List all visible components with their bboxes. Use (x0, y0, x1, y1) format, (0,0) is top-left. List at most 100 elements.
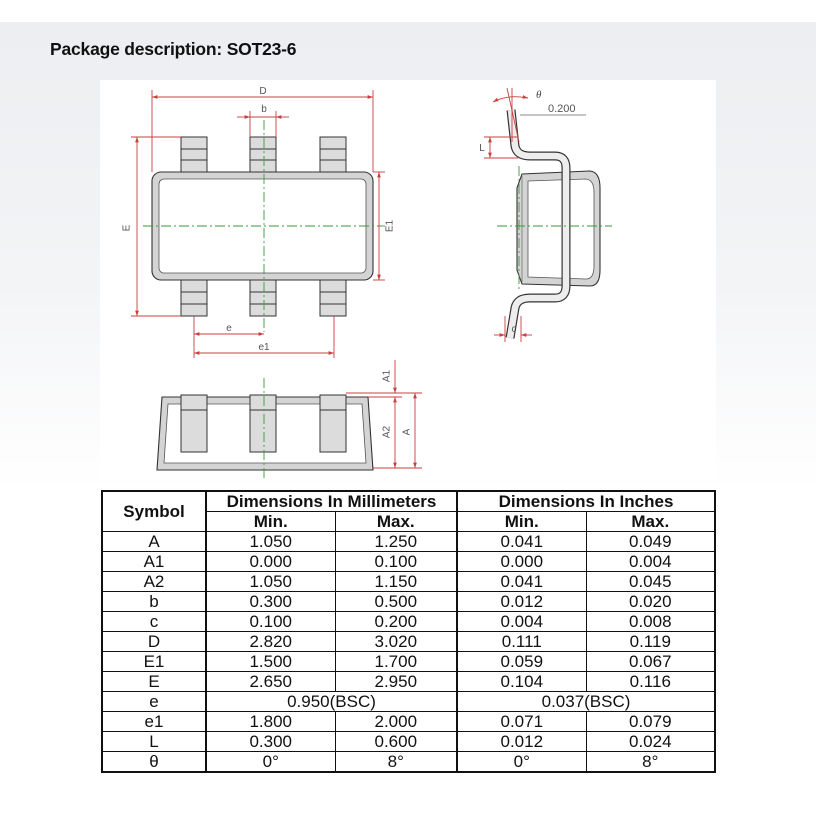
angle-arc (492, 95, 529, 103)
dimension-c: c (494, 316, 532, 342)
label-A2: A2 (382, 425, 393, 438)
mm-max-cell: 0.100 (334, 551, 459, 572)
symbol-cell: A1 (101, 551, 207, 572)
mm-max-cell: 1.700 (334, 651, 459, 672)
upper-lead-right (319, 136, 347, 173)
upper-lead-left (180, 136, 208, 173)
label-c: c (512, 324, 517, 335)
inch-min-header: Min. (456, 511, 587, 532)
inch-max-cell: 0.079 (585, 711, 716, 732)
mm-min-cell: 0.300 (205, 591, 336, 612)
mm-max-cell: 1.150 (334, 571, 459, 592)
inch-max-cell: 0.049 (585, 531, 716, 552)
table-row: A 1.050 1.250 0.041 0.049 (101, 531, 716, 552)
page-title: Package description: SOT23-6 (50, 39, 297, 59)
front-lead-middle (249, 394, 277, 453)
mm-max-header: Max. (334, 511, 459, 532)
symbol-cell: c (101, 611, 207, 632)
mm-max-cell: 3.020 (334, 631, 459, 652)
symbol-cell: A2 (101, 571, 207, 592)
symbol-cell: b (101, 591, 207, 612)
symbol-cell: θ (101, 751, 207, 773)
mm-min-cell: 1.500 (205, 651, 336, 672)
lower-lead-middle (249, 279, 277, 317)
dimension-L: L (479, 136, 518, 159)
symbol-cell: E1 (101, 651, 207, 672)
label-E1: E1 (385, 219, 396, 232)
mm-min-header: Min. (205, 511, 336, 532)
inch-max-cell: 0.024 (585, 731, 716, 752)
label-flatness: 0.200 (548, 103, 576, 115)
inch-max-cell: 0.067 (585, 651, 716, 672)
mm-min-cell: 0.100 (205, 611, 336, 632)
dimension-D: D (151, 86, 374, 172)
label-D: D (259, 86, 266, 97)
table-row: A2 1.050 1.150 0.041 0.045 (101, 571, 716, 592)
mm-min-cell: 0.000 (205, 551, 336, 572)
table-row: E 2.650 2.950 0.104 0.116 (101, 671, 716, 692)
side-view-body-face (527, 178, 595, 280)
label-A: A (402, 428, 413, 435)
inch-min-cell: 0.004 (456, 611, 587, 632)
mm-min-cell: 2.650 (205, 671, 336, 692)
dimension-b: b (237, 104, 289, 137)
inch-min-cell: 0° (456, 751, 587, 773)
inch-min-cell: 0.041 (456, 531, 587, 552)
table-row: L 0.300 0.600 0.012 0.024 (101, 731, 716, 752)
front-view: A1 A2 A (156, 360, 422, 480)
symbol-cell: E (101, 671, 207, 692)
label-A1: A1 (382, 369, 393, 382)
mm-min-cell: 1.050 (205, 571, 336, 592)
top-view-upper-leads (180, 136, 347, 173)
mm-min-cell: 2.820 (205, 631, 336, 652)
front-view-height-dimensions: A1 A2 A (346, 360, 422, 469)
mm-max-cell: 2.000 (334, 711, 459, 732)
mm-max-cell: 2.950 (334, 671, 459, 692)
mm-max-cell: 0.600 (334, 731, 459, 752)
label-L: L (479, 143, 485, 154)
inch-bsc-cell: 0.037(BSC) (456, 691, 716, 712)
table-header-row: Symbol Dimensions In Millimeters Dimensi… (101, 490, 716, 532)
table-row: D 2.820 3.020 0.111 0.119 (101, 631, 716, 652)
top-view-lower-leads (180, 279, 347, 317)
table-row: c 0.100 0.200 0.004 0.008 (101, 611, 716, 632)
inch-min-cell: 0.104 (456, 671, 587, 692)
symbol-header: Symbol (101, 490, 207, 532)
table-row: E1 1.500 1.700 0.059 0.067 (101, 651, 716, 672)
side-view: θ 0.200 L c (479, 87, 612, 342)
symbol-cell: L (101, 731, 207, 752)
mm-min-cell: 0.300 (205, 731, 336, 752)
inch-min-cell: 0.000 (456, 551, 587, 572)
inch-min-cell: 0.012 (456, 731, 587, 752)
table-row: e 0.950(BSC) 0.037(BSC) (101, 691, 716, 712)
mm-min-cell: 1.800 (205, 711, 336, 732)
side-view-lead-fill (506, 109, 570, 339)
inch-max-cell: 0.045 (585, 571, 716, 592)
mm-max-cell: 0.500 (334, 591, 459, 612)
inches-header: Dimensions In Inches (456, 490, 716, 512)
table-row: e1 1.800 2.000 0.071 0.079 (101, 711, 716, 732)
dimensions-table: Symbol Dimensions In Millimeters Dimensi… (101, 490, 717, 773)
dimension-E1: E1 (373, 171, 396, 281)
symbol-cell: e1 (101, 711, 207, 732)
inch-min-cell: 0.111 (456, 631, 587, 652)
package-drawing: D b E E1 e (100, 80, 716, 480)
label-e: e (226, 323, 232, 334)
table-subheader-row: Min. Max. Min. Max. (102, 511, 716, 532)
lower-lead-right (319, 279, 347, 317)
top-view: D b E E1 e (122, 86, 396, 358)
mm-bsc-cell: 0.950(BSC) (205, 691, 459, 712)
table-row: θ 0° 8° 0° 8° (101, 751, 716, 773)
front-lead-right (319, 394, 347, 453)
millimeters-header: Dimensions In Millimeters (205, 490, 459, 512)
mm-max-cell: 1.250 (334, 531, 459, 552)
lower-lead-left (180, 279, 208, 317)
top-view-body-top-face (158, 178, 367, 274)
label-b: b (261, 104, 267, 115)
inch-min-cell: 0.059 (456, 651, 587, 672)
dimension-e1: e1 (194, 316, 335, 358)
mm-max-cell: 8° (334, 751, 459, 773)
inch-min-cell: 0.041 (456, 571, 587, 592)
inch-min-cell: 0.071 (456, 711, 587, 732)
inch-max-cell: 0.004 (585, 551, 716, 572)
